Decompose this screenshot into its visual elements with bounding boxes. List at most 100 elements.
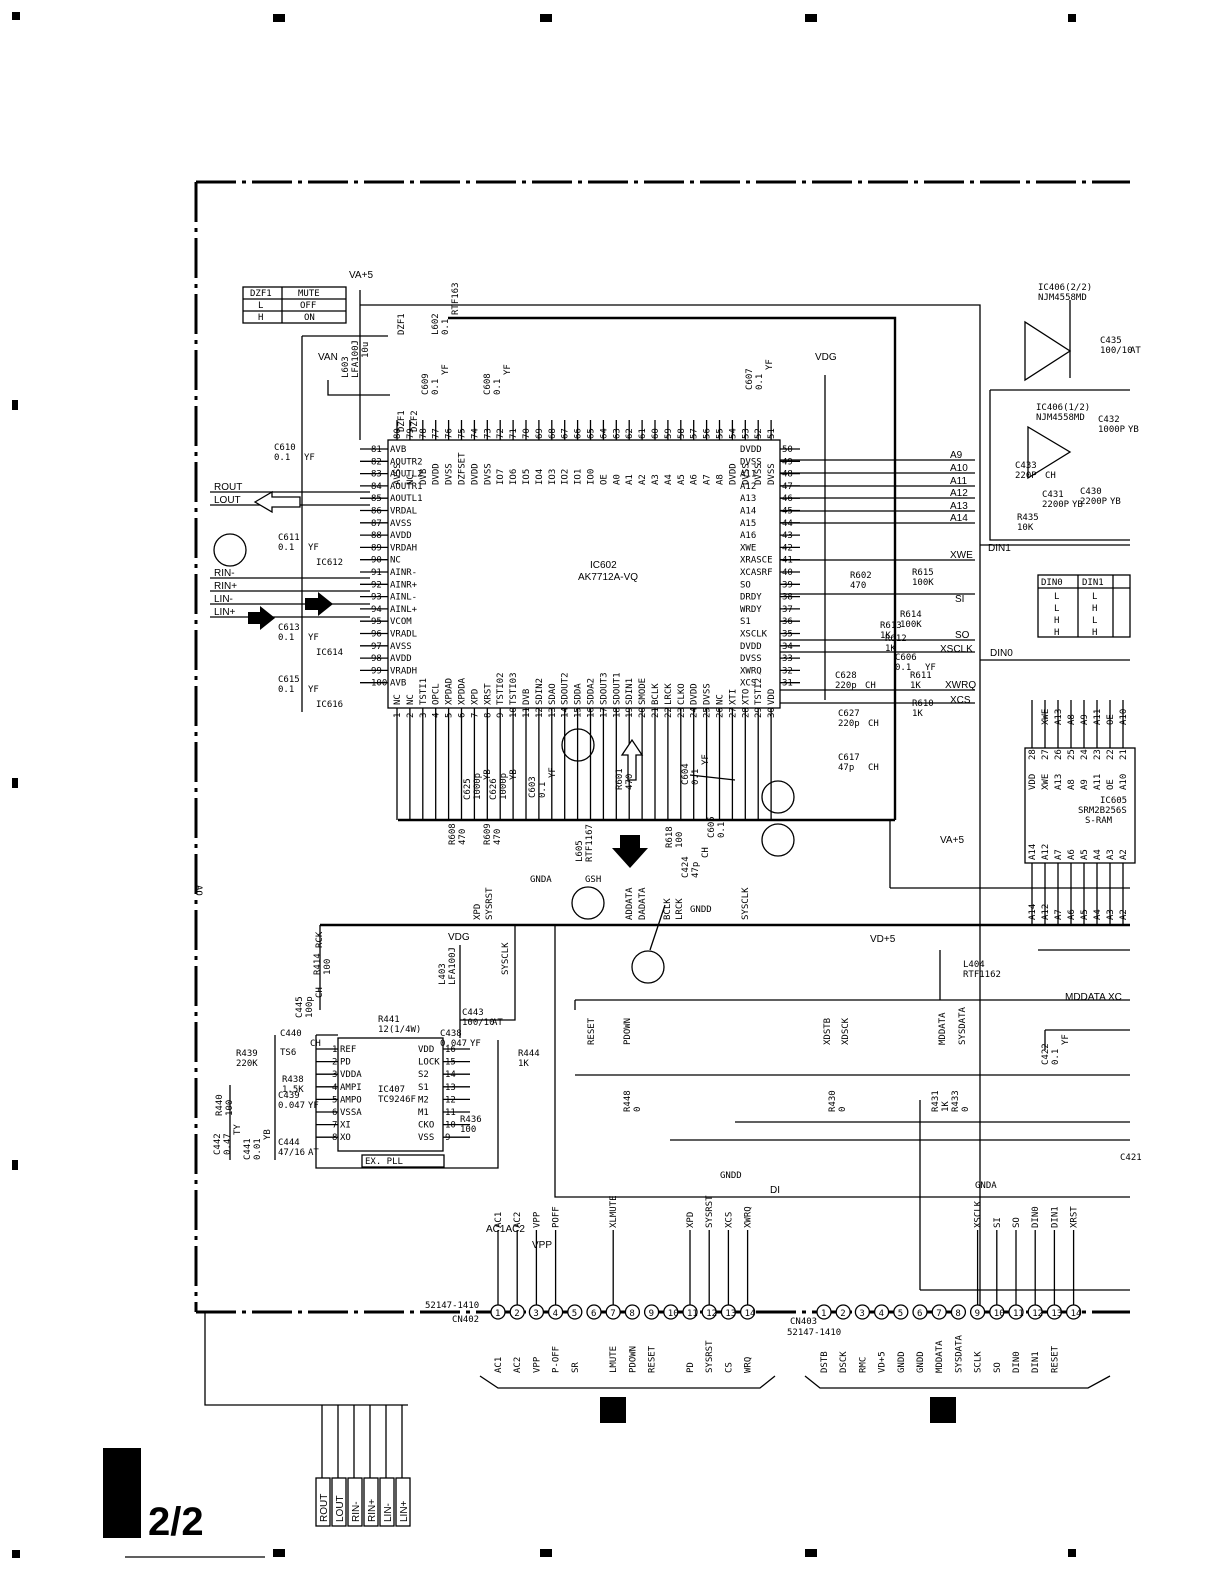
svg-text:VPP: VPP bbox=[532, 1240, 552, 1251]
pin-number: 64 bbox=[599, 428, 609, 439]
pin-name: DVDD bbox=[740, 445, 762, 455]
component-ref: TS6 bbox=[280, 1048, 296, 1058]
wire-label: XWE bbox=[1041, 709, 1051, 725]
component-value: 220p bbox=[835, 681, 857, 691]
pin-name: XCS bbox=[740, 679, 756, 689]
pin-name: AVB bbox=[390, 445, 406, 455]
component-value: 0.47 bbox=[223, 1133, 233, 1155]
component-type: RTF163 bbox=[451, 282, 461, 315]
top-labels: VA+5 VAN VDG DZF1 DZF1 DZF2 bbox=[318, 270, 837, 432]
component-ref: C424 bbox=[681, 856, 691, 878]
component-ref: R615 bbox=[912, 568, 934, 578]
svg-text:VDG: VDG bbox=[815, 352, 837, 363]
pin-name: AC1 bbox=[494, 1357, 504, 1373]
pin-number: 56 bbox=[703, 428, 713, 439]
pin-number: 55 bbox=[716, 428, 726, 439]
svg-text:H: H bbox=[1054, 616, 1059, 626]
component-ref: C626 bbox=[489, 778, 499, 800]
svg-text:XSCLK: XSCLK bbox=[940, 644, 973, 655]
pin-name: A3 bbox=[651, 474, 661, 485]
component-ref: C608 bbox=[483, 373, 493, 395]
wire-label: A12 bbox=[1041, 904, 1051, 920]
pin-number: 8 bbox=[955, 1309, 960, 1319]
component-value: 0.1 bbox=[895, 663, 911, 673]
component-ref: IC612 bbox=[316, 558, 343, 568]
svg-text:TC9246F: TC9246F bbox=[378, 1095, 416, 1105]
component-ref: C440 bbox=[280, 1029, 302, 1039]
wire-label: A4 bbox=[1093, 909, 1103, 920]
svg-text:A14: A14 bbox=[950, 513, 968, 524]
component-value: 1K bbox=[941, 1101, 951, 1112]
pin-name: A2 bbox=[638, 474, 648, 485]
pin-name: S1 bbox=[740, 617, 751, 627]
pin-name: XPDAD bbox=[445, 678, 455, 705]
component-ref: C433 bbox=[1015, 461, 1037, 471]
pin-name: A11 bbox=[740, 470, 756, 480]
pin-name: AVDD bbox=[390, 654, 412, 664]
pin-name: AOUTL2 bbox=[390, 470, 423, 480]
component-value: 220K bbox=[236, 1059, 258, 1069]
pin-name: XTO bbox=[741, 689, 751, 705]
pin-name: NC bbox=[406, 474, 416, 485]
pin-name: DVDD bbox=[728, 463, 738, 485]
pin-number: 20 bbox=[638, 707, 648, 718]
pin-name: XWE bbox=[1041, 774, 1051, 790]
component-type: YB bbox=[483, 769, 493, 780]
pin-number: 1 bbox=[393, 713, 403, 718]
pin-name: A8 bbox=[1067, 779, 1077, 790]
pin-number: 94 bbox=[371, 605, 382, 615]
wire-label: A10 bbox=[1119, 709, 1129, 725]
svg-text:SI: SI bbox=[955, 594, 964, 605]
pin-name: SDOUT2 bbox=[561, 672, 571, 705]
pin-name: DVDD bbox=[690, 683, 700, 705]
pin-name: A13 bbox=[1054, 774, 1064, 790]
component-type: YF bbox=[765, 359, 775, 370]
pin-name: VDDA bbox=[340, 1070, 362, 1080]
pin-name: DVB bbox=[522, 689, 532, 705]
svg-text:XWE: XWE bbox=[950, 550, 973, 561]
pin-name: TSTI03 bbox=[509, 672, 519, 705]
pin-number: 10 bbox=[445, 1121, 456, 1131]
component-value: 0.1 bbox=[717, 822, 727, 838]
left-signals: ROUT LOUT RIN- RIN+ LIN- LIN+ bbox=[210, 482, 370, 630]
pin-number: 14 bbox=[445, 1070, 456, 1080]
component-type: YF bbox=[304, 453, 315, 463]
pin-number: 84 bbox=[371, 482, 382, 492]
wire-label: A9 bbox=[1080, 714, 1090, 725]
pin-number: 83 bbox=[371, 470, 382, 480]
pin-number: 3 bbox=[419, 713, 429, 718]
wire-label: DIN1 bbox=[1050, 1206, 1060, 1228]
pin-number: 12 bbox=[445, 1095, 456, 1105]
pin-name: A7 bbox=[703, 474, 713, 485]
wire-label: XLMUTE bbox=[609, 1195, 619, 1228]
component-ref: L404 bbox=[963, 960, 985, 970]
pin-name: A2 bbox=[1119, 849, 1129, 860]
pin-name: DIN0 bbox=[1012, 1351, 1022, 1373]
component-value: 1000p bbox=[499, 773, 509, 800]
pin-number: 63 bbox=[612, 428, 622, 439]
pin-name: A3 bbox=[1106, 849, 1116, 860]
ic602-bottom-pins: 1NC2NC3TSTI14OPCL5XPDAD6XPDDA7XPD8XRST9T… bbox=[393, 672, 777, 820]
pin-number: 12 bbox=[706, 1309, 717, 1319]
component-value: 0.1 bbox=[431, 379, 441, 395]
component-value: 100 bbox=[460, 1125, 476, 1135]
pin-number: 5 bbox=[445, 713, 455, 718]
svg-text:DIN0: DIN0 bbox=[1041, 578, 1063, 588]
svg-text:IC406(1/2): IC406(1/2) bbox=[1036, 403, 1090, 413]
signal-tag bbox=[347, 1477, 363, 1527]
pin-name: XSCLK bbox=[740, 630, 768, 640]
pin-name: A14 bbox=[1028, 844, 1038, 860]
component-value: 1000P bbox=[1098, 425, 1126, 435]
signal-tag bbox=[331, 1477, 347, 1527]
signal-label: LOUT bbox=[335, 1495, 346, 1522]
pin-number: 7 bbox=[936, 1309, 941, 1319]
signal-label: RIN+ bbox=[367, 1499, 378, 1522]
pin-name: AMPO bbox=[340, 1095, 362, 1105]
pin-number: 9 bbox=[975, 1309, 980, 1319]
component-ref: C441 bbox=[243, 1138, 253, 1160]
svg-text:L: L bbox=[1054, 604, 1059, 614]
pin-name: DVSS bbox=[754, 463, 764, 485]
pin-name: LRCK bbox=[664, 683, 674, 705]
